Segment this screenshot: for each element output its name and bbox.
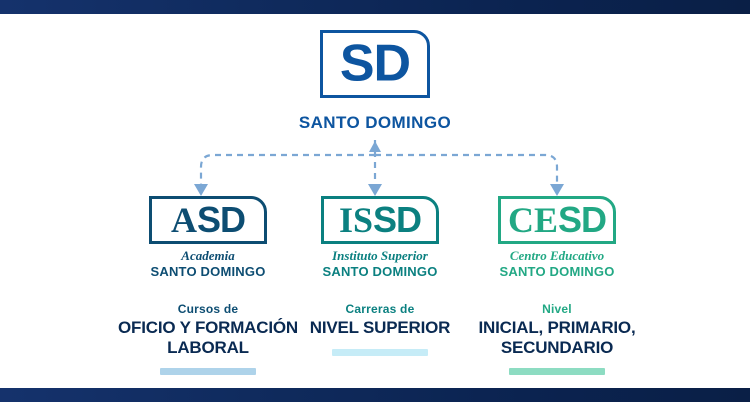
- node-asd: ASD Academia SANTO DOMINGO: [113, 196, 303, 279]
- issd-subtitle-name: SANTO DOMINGO: [322, 264, 438, 279]
- asd-initials-sans: SD: [196, 199, 246, 240]
- issd-description-kicker: Carreras de: [345, 302, 415, 316]
- asd-description-kicker: Cursos de: [177, 302, 239, 316]
- cesd-logo: CESD: [498, 196, 616, 244]
- bottom-banner-bar: [0, 388, 750, 402]
- root-logo-letters: SD: [320, 38, 430, 91]
- cesd-initials-sans: SD: [558, 199, 607, 240]
- root-initials-sans: SD: [339, 34, 411, 93]
- description-cesd: Nivel INICIAL, PRIMARIO, SECUNDARIO: [442, 302, 672, 376]
- cesd-description-rule: [509, 368, 605, 376]
- issd-description-main: NIVEL SUPERIOR: [309, 318, 451, 337]
- connector-arrowhead-right: [550, 184, 564, 196]
- cesd-logo-frame: [498, 196, 616, 244]
- cesd-description-kicker: Nivel: [542, 302, 572, 316]
- asd-logo-letters: ASD: [149, 199, 267, 240]
- issd-description-rule: [332, 348, 428, 356]
- cesd-logo-letters: CESD: [498, 199, 616, 240]
- description-issd: Carreras de NIVEL SUPERIOR: [265, 302, 495, 356]
- cesd-subtitle-name: SANTO DOMINGO: [499, 264, 615, 279]
- node-cesd: CESD Centro Educativo SANTO DOMINGO: [462, 196, 652, 279]
- description-asd: Cursos de OFICIO Y FORMACIÓN LABORAL: [93, 302, 323, 376]
- cesd-description-main: INICIAL, PRIMARIO, SECUNDARIO: [478, 318, 636, 357]
- issd-initials-serif: IS: [338, 200, 373, 240]
- root-logo-sd: SD: [320, 30, 430, 98]
- connector-up-arrowhead: [369, 141, 381, 152]
- asd-subtitle-italic: Academia: [181, 248, 235, 263]
- asd-logo-frame: [149, 196, 267, 244]
- issd-logo: ISSD: [321, 196, 439, 244]
- connector-right-elbow: [375, 153, 559, 188]
- cesd-subtitle-italic: Centro Educativo: [509, 248, 605, 263]
- cesd-initials-serif: CE: [507, 200, 558, 240]
- asd-description-rule: [160, 368, 256, 376]
- root-logo-frame: [320, 30, 430, 98]
- asd-logo: ASD: [149, 196, 267, 244]
- top-banner-bar: [0, 0, 750, 14]
- asd-subtitle-name: SANTO DOMINGO: [150, 264, 266, 279]
- root-organization-name: SANTO DOMINGO: [298, 113, 452, 132]
- issd-logo-letters: ISSD: [321, 199, 439, 240]
- asd-initials-serif: A: [170, 200, 197, 240]
- connector-left-elbow: [199, 153, 375, 188]
- issd-logo-frame: [321, 196, 439, 244]
- node-issd: ISSD Instituto Superior SANTO DOMINGO: [285, 196, 475, 279]
- connector-arrowhead-center: [368, 184, 382, 196]
- issd-initials-sans: SD: [373, 199, 422, 240]
- issd-subtitle-italic: Instituto Superior: [332, 248, 428, 263]
- asd-description-main: OFICIO Y FORMACIÓN LABORAL: [118, 318, 298, 357]
- connector-arrowhead-left: [194, 184, 208, 196]
